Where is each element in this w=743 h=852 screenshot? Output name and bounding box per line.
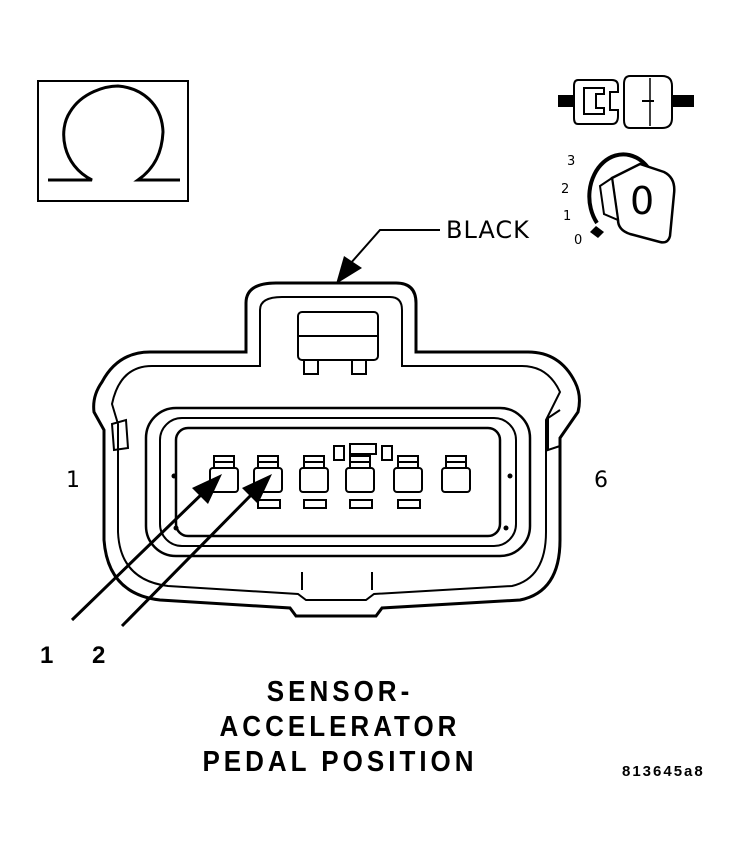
pin-4: [345, 455, 375, 509]
pin-3: [299, 455, 329, 509]
ignition-key-icon: [587, 152, 676, 244]
ignition-position-0: 0: [574, 233, 583, 248]
pin-5: [393, 455, 423, 509]
title-line-1: SENSOR-: [266, 674, 414, 708]
connector-plug-icon: [558, 75, 694, 129]
pin-6: [441, 455, 471, 493]
callout-arrows: [70, 474, 272, 628]
pin-terminals: [209, 455, 471, 509]
title-line-3: PEDAL POSITION: [202, 744, 478, 778]
figure-id: 813645a8: [622, 763, 705, 780]
connector-housing: [92, 281, 581, 618]
pin-end-label-right: 6: [594, 468, 608, 493]
ohm-symbol-icon: [37, 80, 189, 202]
ignition-position-3: 3: [567, 154, 576, 169]
pin-1: [209, 455, 239, 493]
connector-color-label: BLACK: [446, 216, 530, 244]
ignition-position-1: 1: [563, 209, 572, 224]
title-line-2: ACCELERATOR: [219, 709, 461, 743]
callout-1: 1: [40, 642, 57, 669]
color-leader-arrow: [336, 229, 440, 284]
ignition-position-2: 2: [561, 182, 570, 197]
callout-2: 2: [92, 642, 109, 669]
pin-end-label-left: 1: [66, 468, 80, 493]
ignition-key-symbol: 0: [630, 179, 655, 223]
